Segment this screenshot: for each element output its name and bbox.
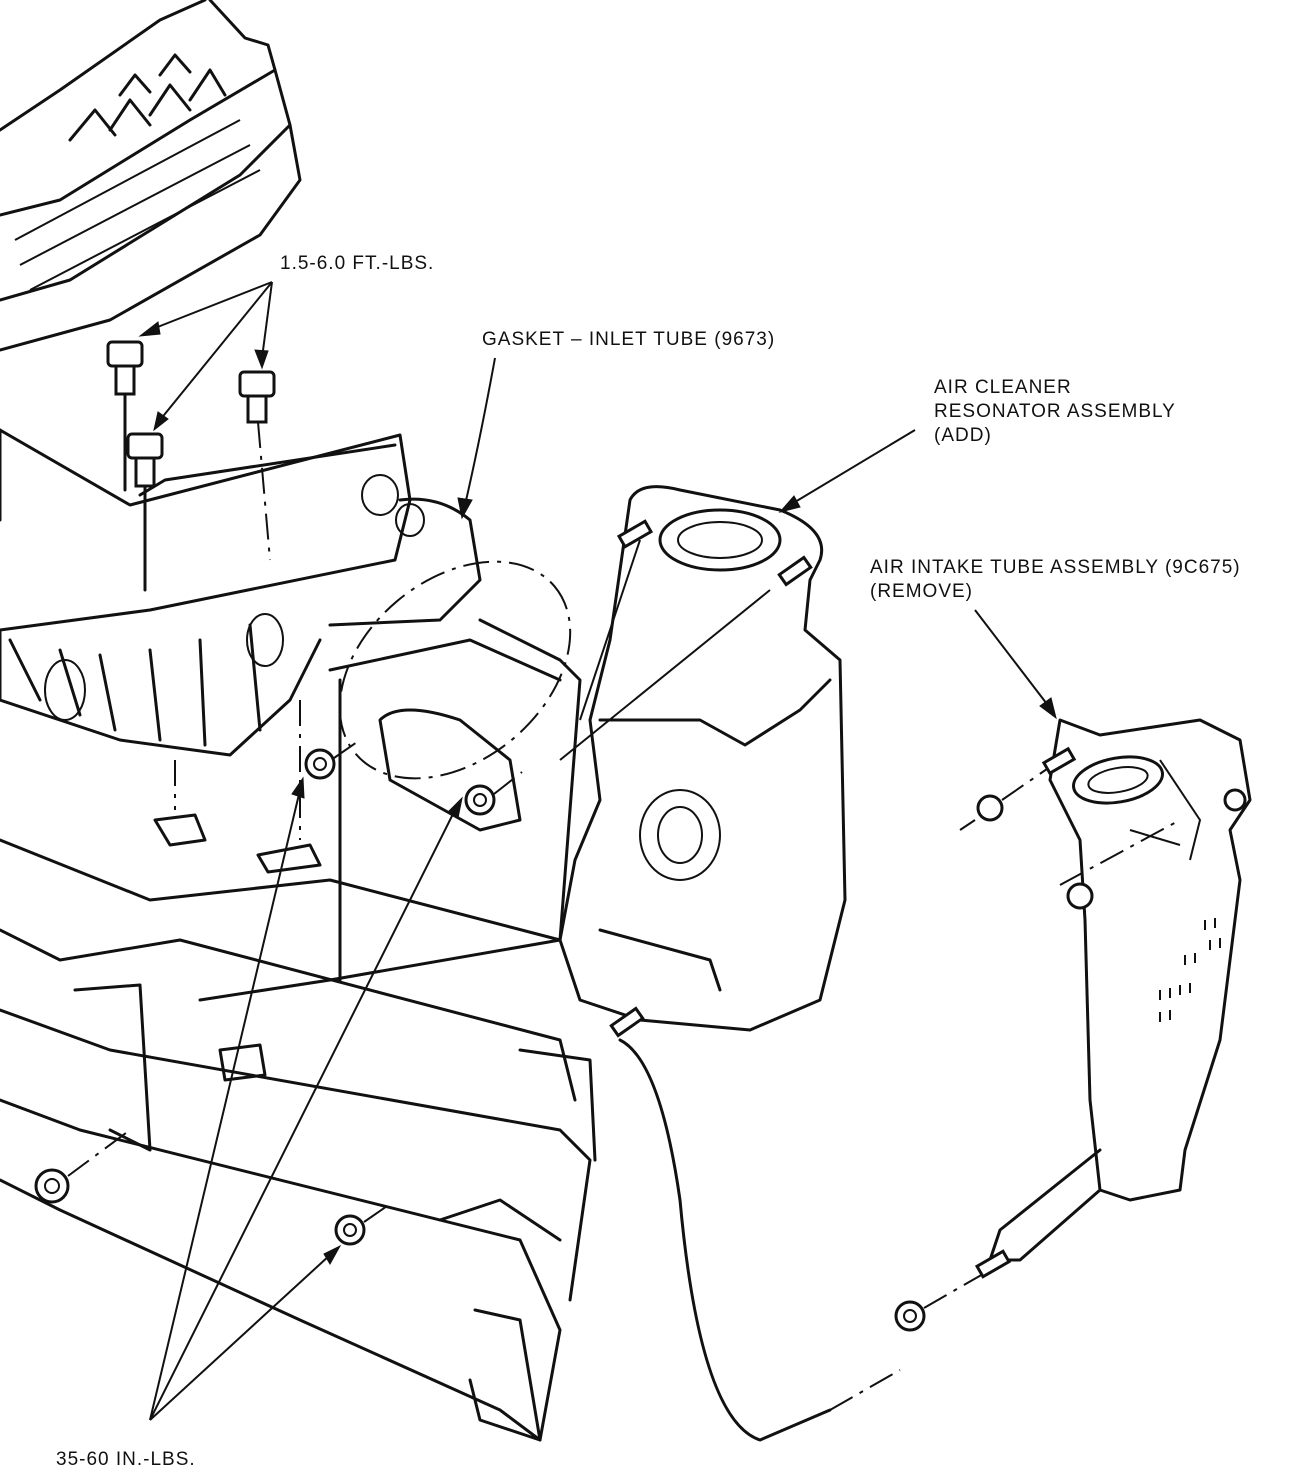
nut-mid-left	[304, 739, 361, 780]
resonator-assembly	[558, 485, 847, 1038]
intake-leader	[974, 609, 1057, 720]
intake-label-line-2: (REMOVE)	[870, 581, 973, 602]
resonator-leader	[778, 429, 916, 513]
nut-lower-middle	[334, 1203, 391, 1246]
bolt-upper-right	[238, 370, 276, 561]
air-intake-tube-label: AIR INTAKE TUBE ASSEMBLY (9C675) (REMOVE…	[870, 556, 1241, 604]
air-intake-tube-assembly	[988, 718, 1252, 1262]
resonator-label-line-3: (ADD)	[934, 425, 992, 446]
hose-loop	[618, 1038, 901, 1442]
torque-spec-lower-nuts: 35-60 IN.-LBS.	[56, 1449, 196, 1470]
bracket-tabs	[153, 700, 322, 874]
resonator-assembly-label: AIR CLEANER RESONATOR ASSEMBLY (ADD)	[934, 376, 1176, 448]
resonator-label-line-2: RESONATOR ASSEMBLY	[934, 401, 1176, 422]
bolt-upper-left	[106, 340, 144, 492]
air-cleaner-housing	[0, 428, 482, 757]
torque-top-leaders	[138, 281, 273, 432]
nut-mid-right	[464, 771, 523, 816]
bolt-lower-left	[34, 1129, 131, 1204]
intake-vent-slots	[1159, 918, 1221, 1022]
intake-label-line-1: AIR INTAKE TUBE ASSEMBLY (9C675)	[870, 557, 1241, 578]
torque-bottom-leaders	[149, 776, 463, 1421]
resonator-label-line-1: AIR CLEANER	[934, 377, 1072, 398]
inlet-tube-body	[0, 618, 582, 1002]
intake-fasteners	[894, 746, 1247, 1332]
bolt-upper-middle	[126, 432, 164, 592]
inlet-tube-gasket	[338, 357, 572, 780]
torque-spec-upper-bolts: 1.5-6.0 FT.-LBS.	[280, 253, 435, 274]
air-cleaner-lid	[0, 0, 302, 352]
radiator-support-panel	[0, 928, 597, 1442]
gasket-label: GASKET – INLET TUBE (9673)	[482, 329, 776, 350]
